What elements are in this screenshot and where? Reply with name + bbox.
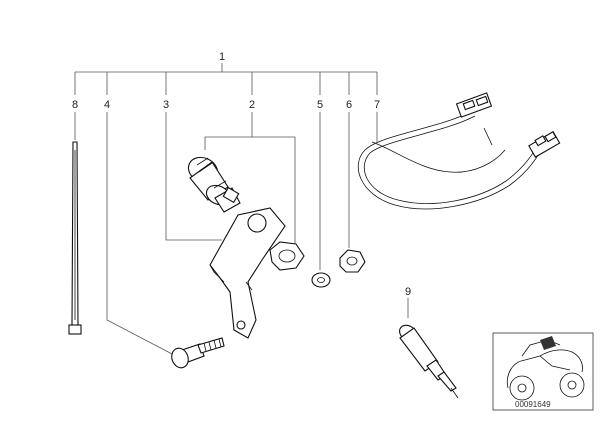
power-plug — [399, 324, 459, 399]
screw — [171, 337, 225, 369]
callout-labels: 1 8 4 3 2 5 6 7 9 — [72, 51, 411, 298]
mounting-bracket — [209, 207, 286, 339]
leader-lines — [74, 63, 409, 356]
cable-harness — [357, 92, 561, 210]
callout-9: 9 — [405, 286, 411, 298]
cigar-socket — [187, 156, 241, 213]
cable-tie — [68, 141, 82, 335]
callout-2: 2 — [249, 99, 255, 111]
knurled-nut — [269, 241, 305, 271]
callout-6: 6 — [346, 99, 352, 111]
callout-3: 3 — [163, 99, 169, 111]
motorcycle-thumbnail: 00091649 — [492, 332, 594, 411]
callout-7: 7 — [374, 99, 380, 111]
callout-1: 1 — [219, 51, 225, 63]
callout-4: 4 — [104, 99, 110, 111]
catalog-number: 00091649 — [515, 400, 551, 409]
hex-nut — [339, 249, 366, 273]
connector-right — [528, 131, 561, 158]
callout-5: 5 — [317, 99, 323, 111]
connector-top — [455, 92, 493, 118]
washer — [311, 272, 331, 288]
callout-8: 8 — [72, 99, 78, 111]
